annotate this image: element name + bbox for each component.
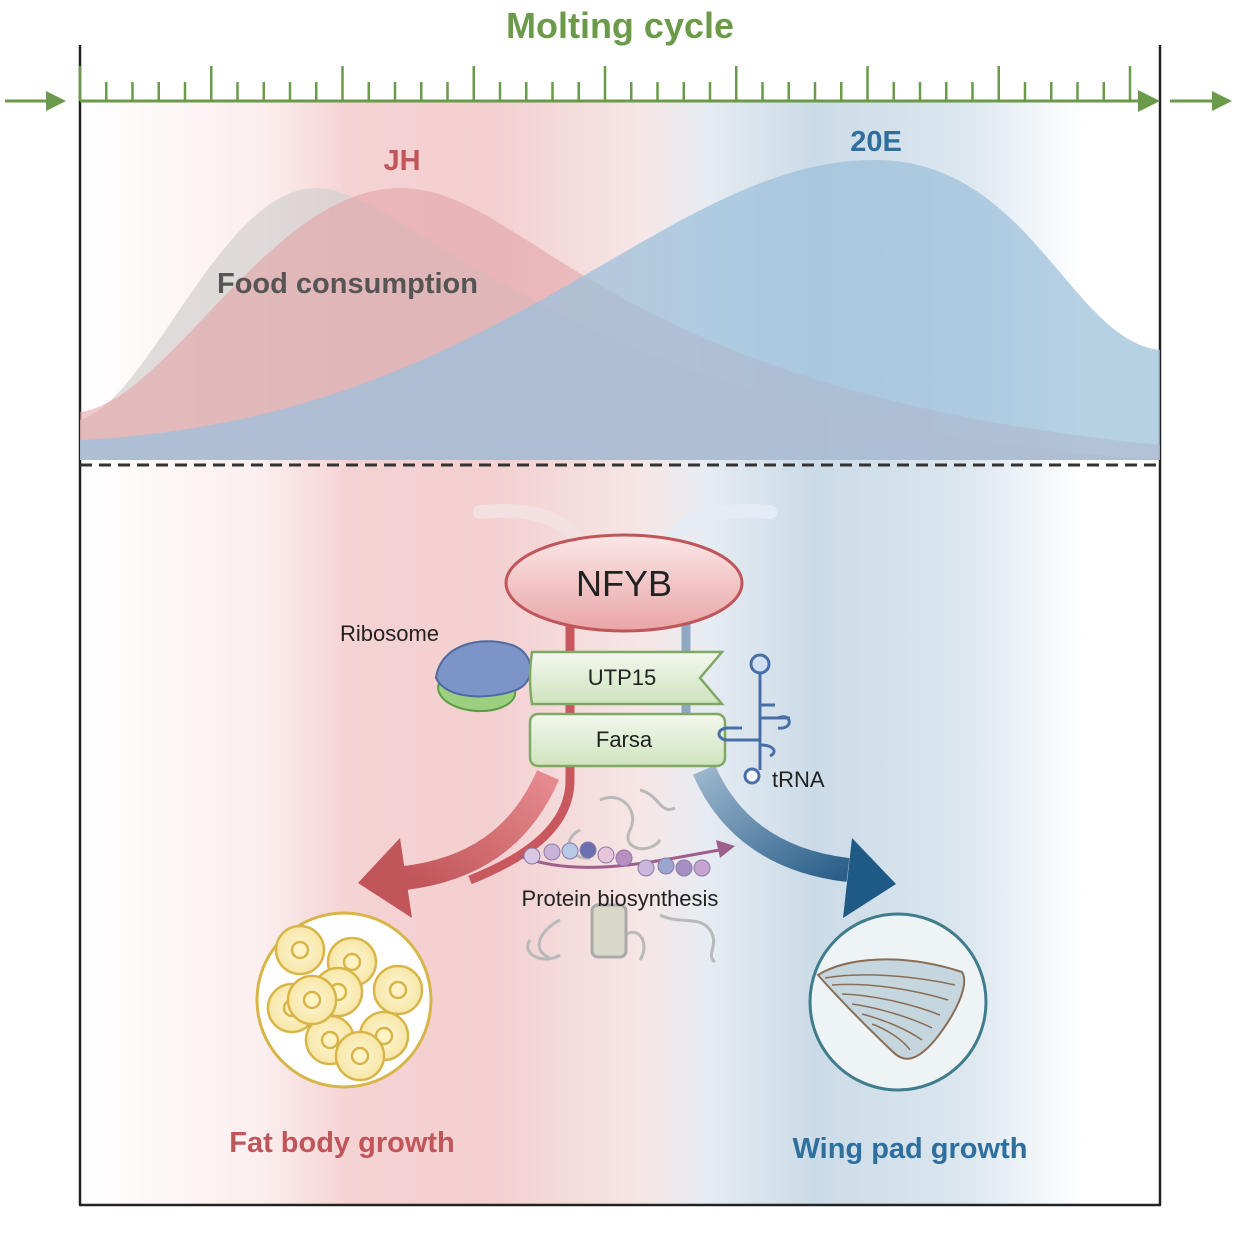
ecdysone-20e-curve [80, 160, 1160, 460]
hormone-curves [80, 160, 1160, 461]
nfyb-label: NFYB [576, 563, 672, 604]
timeline-ticks [78, 66, 1132, 101]
protein-structure-icon [526, 788, 717, 964]
fat-body-cell-nucleus [350, 1046, 370, 1066]
fat-body-cells-icon [255, 911, 433, 1089]
fat-body-cell-nucleus [374, 1026, 394, 1046]
amino-acid-bead [637, 859, 655, 877]
fat-body-cell-nucleus [388, 980, 408, 1000]
fat-body-cell-nucleus [342, 952, 362, 972]
fat-body-arrowhead [358, 838, 412, 918]
wing-pad-icon [808, 912, 988, 1092]
wing-pad-arrowhead [843, 838, 896, 918]
protein-synthesis-arrowhead [716, 840, 735, 858]
amino-acid-bead [675, 859, 693, 877]
ribosome-label: Ribosome [340, 621, 439, 646]
fat-body-cell-nucleus [302, 990, 322, 1010]
amino-acid-bead [543, 843, 561, 861]
utp15-label: UTP15 [588, 665, 656, 690]
fat-body-cell-nucleus [320, 1030, 340, 1050]
fat-body-arrow-shaft [403, 770, 560, 890]
diagram-title: Molting cycle [506, 5, 734, 46]
amino-acid-bead [657, 857, 675, 875]
wing-pad-arrow-shaft [692, 765, 850, 882]
jh-label: JH [383, 145, 420, 177]
ecdysone-20e-label: 20E [850, 126, 902, 158]
trna-label: tRNA [772, 767, 825, 792]
wing-pad-growth-label: Wing pad growth [793, 1133, 1028, 1165]
farsa-label: Farsa [596, 727, 653, 752]
timeline-main-arrow [1138, 90, 1160, 112]
timeline-end-arrow [1212, 91, 1232, 111]
food-consumption-label: Food consumption [217, 268, 478, 300]
amino-acid-bead [597, 846, 615, 864]
timeline-start-arrow [46, 91, 66, 111]
trna-icon [717, 653, 791, 785]
amino-acid-bead [579, 841, 597, 859]
fat-body-cell-nucleus [290, 940, 310, 960]
amino-acid-bead [615, 849, 633, 867]
utp15-gene-box [528, 650, 725, 706]
timeline [5, 66, 1232, 112]
protein-synthesis-arrow [519, 848, 721, 869]
nfyb-ellipse [504, 533, 744, 633]
amino-acid-bead [561, 842, 579, 860]
protein-biosynthesis-label: Protein biosynthesis [522, 886, 719, 911]
fat-body-growth-label: Fat body growth [229, 1127, 455, 1159]
frame [78, 45, 1162, 1207]
amino-acid-bead [693, 859, 711, 877]
amino-acid-bead [523, 847, 541, 865]
amino-acid-chain [523, 841, 711, 877]
jh-signal-connector [468, 620, 575, 885]
